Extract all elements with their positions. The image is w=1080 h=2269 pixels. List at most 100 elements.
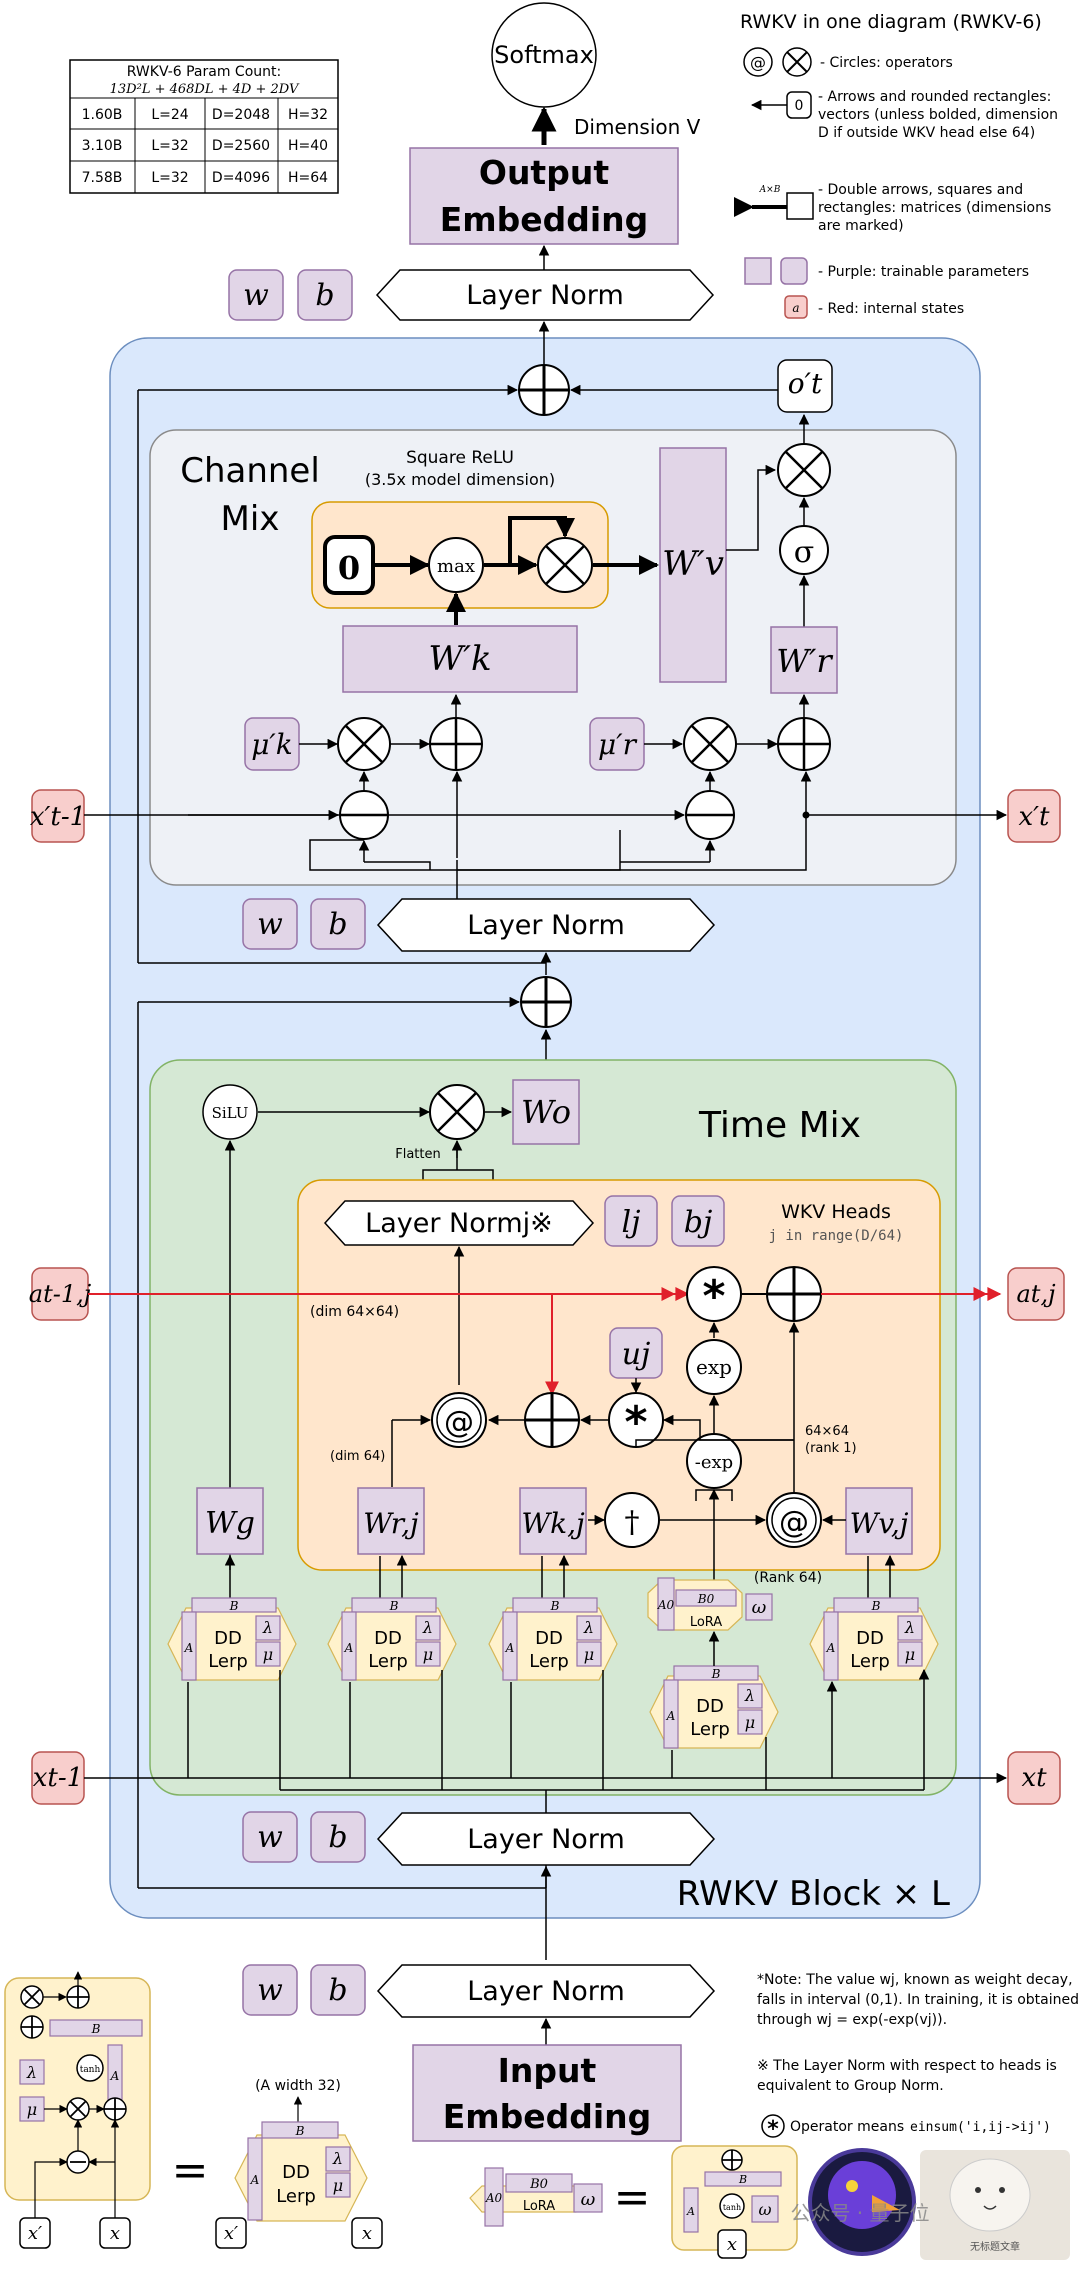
note-code: einsum('i,ij->ij')	[910, 2120, 1051, 2135]
svg-text:ω: ω	[752, 1597, 767, 1618]
table-cell: 7.58B	[82, 170, 123, 186]
lj-param	[604, 1195, 658, 1247]
block-ln-bias	[310, 1811, 366, 1863]
legend-matrices: - Double arrows, squares and rectangles:…	[818, 182, 1052, 234]
dd-lerp-k: B A DD Lerp λ μ	[488, 1597, 618, 1681]
svg-text:DD: DD	[696, 1696, 724, 1717]
legend-purple: - Purple: trainable parameters	[818, 264, 1029, 280]
svg-text:b: b	[328, 1820, 347, 1855]
svg-text:at,j: at,j	[1016, 1280, 1056, 1308]
table-cell: D=2048	[212, 107, 270, 123]
wkv-heads-label: WKV Heads	[781, 1201, 891, 1223]
svg-text:B0: B0	[529, 2177, 548, 2192]
channel-mix-title-1: Channel	[180, 451, 320, 491]
legend-red: - Red: internal states	[818, 301, 964, 317]
square-relu-sub: (3.5x model dimension)	[365, 470, 555, 489]
svg-text:μ: μ	[423, 1645, 433, 1664]
svg-text:w: w	[257, 1973, 283, 2008]
svg-text:λ: λ	[904, 1618, 915, 1637]
svg-text:-exp: -exp	[695, 1452, 733, 1473]
svg-text:σ: σ	[794, 535, 814, 570]
transpose-operator	[604, 1492, 660, 1548]
w-prime-r-matrix	[770, 626, 838, 694]
svg-text:Layer Norm: Layer Norm	[467, 1824, 625, 1855]
svg-text:μ′r: μ′r	[598, 728, 638, 761]
table-cell: L=32	[151, 138, 188, 154]
dimension-v-label: Dimension V	[574, 115, 701, 139]
lora-legend: A0 B0 LoRA ω = B A tanh ω x	[469, 2145, 798, 2259]
equals-sign: =	[172, 2145, 209, 2196]
flatten-label: Flatten	[395, 1147, 441, 1162]
time-mix: Time Mix SiLU Wo Flatten WKV Heads j in …	[29, 1059, 1065, 1888]
svg-text:ω: ω	[581, 2189, 596, 2210]
svg-text:B0: B0	[697, 1592, 715, 1606]
zero-vector	[323, 535, 375, 595]
svg-text:b: b	[328, 907, 347, 942]
wkv-range-label: j in range(D/64)	[769, 1228, 904, 1244]
note-line: ※ The Layer Norm with respect to heads i…	[757, 2058, 1057, 2074]
svg-text:x: x	[362, 2223, 372, 2244]
svg-text:DD: DD	[214, 1628, 242, 1649]
svg-text:x: x	[110, 2223, 120, 2244]
x-t-state	[1007, 1751, 1061, 1805]
note-line: through wj = exp(-exp(vj)).	[757, 2012, 947, 2028]
svg-text:Layer Norm: Layer Norm	[467, 910, 625, 941]
w-r-matrix	[357, 1487, 425, 1555]
svg-text:λ: λ	[583, 1618, 594, 1637]
rwkv-block-label: RWKV Block × L	[677, 1874, 950, 1914]
table-cell: H=64	[288, 170, 328, 186]
svg-text:B: B	[550, 1599, 560, 1613]
svg-text:Lerp: Lerp	[276, 2186, 316, 2207]
svg-text:o′t: o′t	[788, 367, 823, 400]
top-ln-weight	[228, 269, 284, 321]
svg-text:μ: μ	[27, 2100, 37, 2119]
input-section: w b Layer Norm Input Embedding	[242, 1964, 716, 2142]
svg-text:x: x	[727, 2234, 737, 2255]
w-k-matrix	[519, 1487, 587, 1555]
square-relu-label: Square ReLU	[406, 448, 514, 468]
dd-lerp-w: B A DD Lerp λ μ	[649, 1630, 779, 1749]
svg-text:x′: x′	[28, 2223, 42, 2244]
svg-text:Layer Norm: Layer Norm	[467, 1976, 625, 2007]
svg-text:xt: xt	[1021, 1763, 1047, 1793]
svg-text:λ: λ	[262, 1618, 273, 1637]
svg-text:Wo: Wo	[521, 1093, 571, 1131]
svg-text:DD: DD	[856, 1628, 884, 1649]
dim-64x64-label: (dim 64×64)	[310, 1304, 399, 1320]
svg-text:A: A	[110, 2069, 120, 2083]
svg-text:@: @	[779, 1505, 809, 1540]
svg-text:x′: x′	[224, 2223, 238, 2244]
dd-lerp-r: B A DD Lerp λ μ	[327, 1597, 457, 1681]
svg-text:x′t-1: x′t-1	[30, 802, 86, 832]
svg-text:B: B	[871, 1599, 881, 1613]
svg-text:Layer Norm: Layer Norm	[466, 280, 624, 311]
svg-text:B: B	[711, 1667, 721, 1681]
table-cell: L=32	[151, 170, 188, 186]
table-cell: D=2560	[212, 138, 270, 154]
svg-text:μ: μ	[584, 1645, 594, 1664]
svg-text:DD: DD	[282, 2162, 310, 2183]
svg-text:Lerp: Lerp	[529, 1651, 569, 1672]
top-layer-norm	[375, 269, 715, 321]
svg-text:Wg: Wg	[205, 1506, 255, 1541]
star-symbol: *	[702, 1271, 725, 1322]
svg-text:*: *	[624, 1397, 647, 1448]
note-line: *Note: The value wj, known as weight dec…	[757, 1972, 1073, 1988]
svg-text:Lerp: Lerp	[690, 1719, 730, 1740]
softmax-label: Softmax	[494, 41, 594, 69]
svg-text:μ: μ	[263, 1645, 273, 1664]
dim-64-label: (dim 64)	[330, 1449, 385, 1464]
w-prime-v-matrix	[659, 447, 727, 683]
svg-text:Input: Input	[498, 2051, 597, 2090]
diagram-title: RWKV in one diagram (RWKV-6)	[740, 11, 1042, 33]
svg-text:B: B	[738, 2173, 747, 2186]
svg-text:DD: DD	[374, 1628, 402, 1649]
w-v-matrix	[845, 1487, 913, 1555]
dd-lerp-v: B A DD Lerp λ μ	[809, 1597, 939, 1681]
svg-text:ω: ω	[758, 2200, 771, 2219]
svg-text:Lerp: Lerp	[208, 1651, 248, 1672]
legend-at-symbol: @	[750, 53, 766, 72]
svg-text:A0: A0	[485, 2191, 503, 2205]
svg-text:B: B	[229, 1599, 239, 1613]
svg-text:A: A	[826, 1641, 836, 1655]
